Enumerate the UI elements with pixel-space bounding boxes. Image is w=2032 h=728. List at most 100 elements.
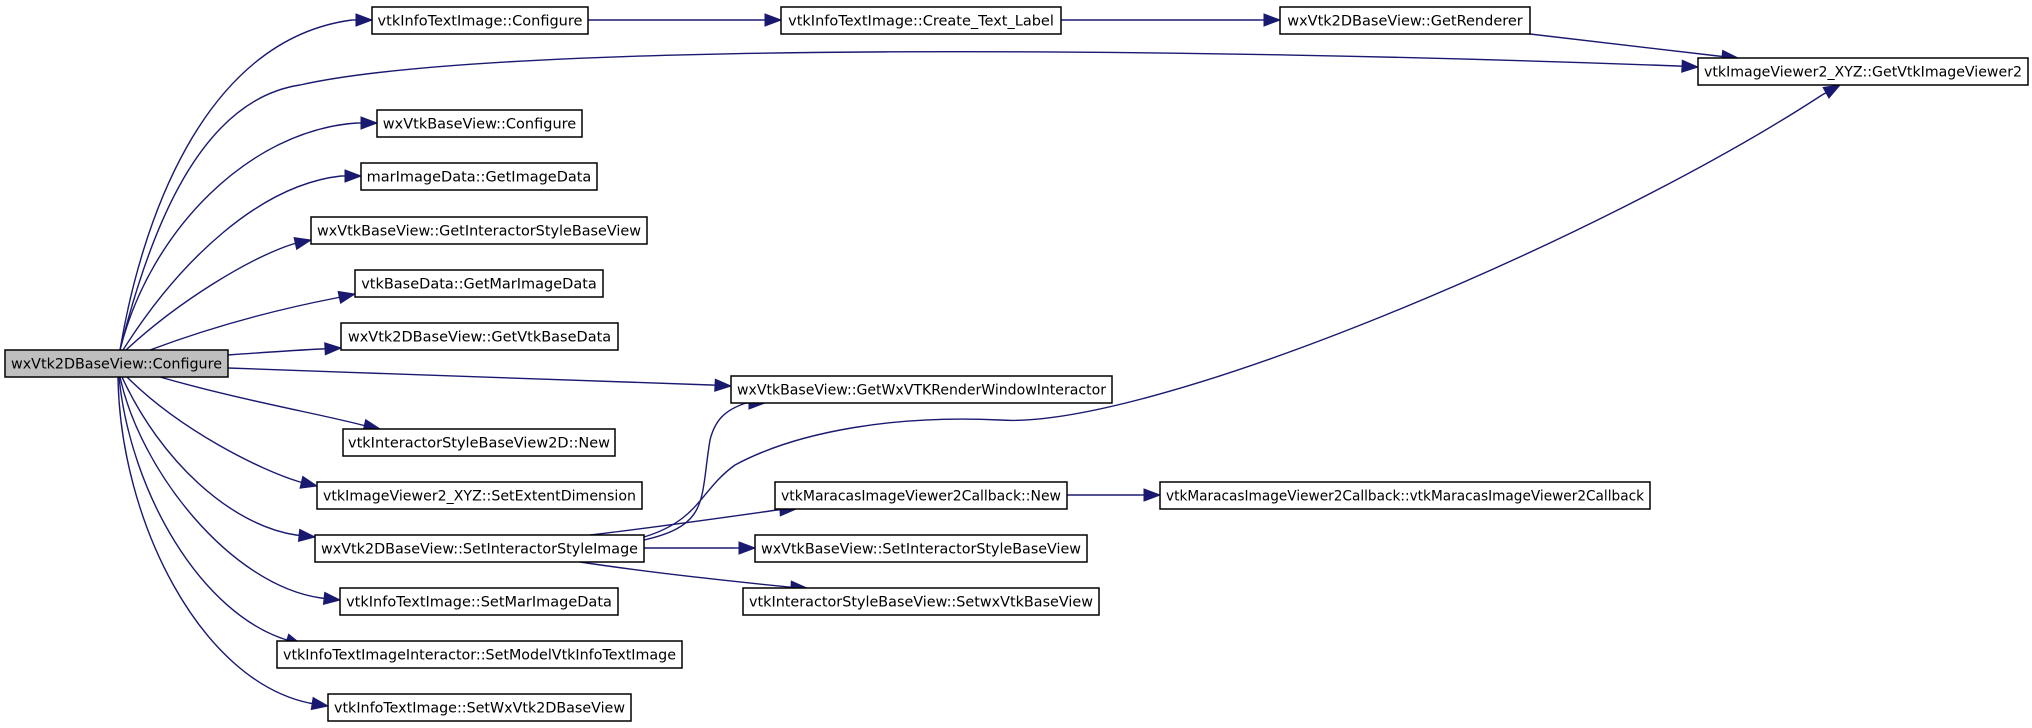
edge-n2-to-n3	[1061, 13, 1282, 27]
node-label: vtkInteractorStyleBaseView2D::New	[348, 436, 610, 452]
root-node[interactable]: wxVtk2DBaseView::Configure	[4, 349, 229, 378]
node-wx-vtk-base-view-configure[interactable]: wxVtkBaseView::Configure	[376, 109, 583, 138]
node-label: wxVtk2DBaseView::SetInteractorStyleImage	[321, 542, 638, 558]
node-box	[4, 349, 229, 378]
arrowhead-icon	[1681, 59, 1700, 73]
arrowhead-icon	[322, 591, 342, 605]
node-label: vtkInfoTextImage::SetMarImageData	[346, 595, 612, 611]
node-label: vtkInfoTextImage::Configure	[378, 14, 583, 30]
edge-line	[227, 367, 712, 386]
edge-line	[118, 376, 291, 642]
node-box	[316, 481, 643, 510]
node-box	[310, 216, 648, 245]
edge-root-to-n10	[227, 367, 733, 392]
edge-line	[227, 348, 322, 356]
edge-root-to-n6	[122, 169, 363, 351]
edge-root-to-n7	[125, 237, 313, 351]
node-vtk-maracas-image-viewer2-callback-vtk-maracas-image-viewer2-callback[interactable]: vtkMaracasImageViewer2Callback::vtkMarac…	[1159, 481, 1651, 510]
node-label: wxVtk2DBaseView::GetVtkBaseData	[348, 330, 611, 346]
arrowhead-icon	[299, 475, 319, 489]
edge-line	[589, 509, 778, 536]
node-label: vtkInfoTextImage::SetWxVtk2DBaseView	[334, 701, 625, 717]
arrowhead-icon	[764, 13, 783, 27]
arrowhead-icon	[324, 342, 343, 356]
arrowhead-icon	[293, 237, 313, 251]
edge-root-to-n8	[149, 290, 357, 351]
arrowhead-icon	[344, 169, 363, 183]
edge-root-to-n18	[119, 376, 342, 605]
edge-line	[119, 50, 1679, 351]
node-vtk-image-viewer2-xyz-get-vtk-image-viewer2[interactable]: vtkImageViewer2_XYZ::GetVtkImageViewer2	[1697, 57, 2029, 86]
edge-line-tail	[1821, 92, 1827, 96]
edge-line	[119, 376, 322, 599]
arrowhead-icon	[297, 528, 317, 542]
node-label: vtkMaracasImageViewer2Callback::vtkMarac…	[1166, 489, 1645, 505]
edge-root-to-n5	[119, 116, 379, 351]
arrowhead-icon	[714, 378, 733, 392]
edge-line	[1529, 33, 1719, 57]
node-wx-vtk2-dbase-view-get-renderer[interactable]: wxVtk2DBaseView::GetRenderer	[1279, 6, 1531, 35]
edge-line	[159, 376, 363, 426]
edge-n1-to-n2	[588, 13, 783, 27]
node-vtk-interactor-style-base-view2-d-new[interactable]: vtkInteractorStyleBaseView2D::New	[342, 428, 616, 457]
arrowhead-icon	[360, 116, 379, 130]
node-label: wxVtk2DBaseView::GetRenderer	[1287, 14, 1523, 30]
edge-root-to-n4	[119, 50, 1700, 351]
node-wx-vtk2-dbase-view-set-interactor-style-image[interactable]: wxVtk2DBaseView::SetInteractorStyleImage	[314, 534, 645, 563]
edge-line-tail	[335, 296, 340, 299]
edge-root-to-n11	[159, 376, 382, 432]
edge-line	[579, 561, 789, 588]
arrowhead-icon	[337, 290, 357, 304]
edge-line-tail	[308, 702, 313, 705]
node-vtk-maracas-image-viewer2-callback-new[interactable]: vtkMaracasImageViewer2Callback::New	[774, 481, 1068, 510]
node-box	[1697, 57, 2029, 86]
edge-line	[149, 297, 337, 351]
node-label: vtkBaseData::GetMarImageData	[361, 277, 597, 293]
edge-line	[122, 175, 342, 351]
node-box	[354, 269, 604, 298]
node-wx-vtk2-dbase-view-get-vtk-base-data[interactable]: wxVtk2DBaseView::GetVtkBaseData	[340, 322, 619, 351]
node-box	[327, 693, 632, 722]
node-vtk-info-text-image-interactor-set-model-vtk-info-text-image[interactable]: vtkInfoTextImageInteractor::SetModelVtkI…	[276, 640, 683, 669]
node-label: wxVtkBaseView::GetWxVTKRenderWindowInter…	[737, 383, 1106, 399]
node-wx-vtk-base-view-get-wx-vtkrender-window-interactor[interactable]: wxVtkBaseView::GetWxVTKRenderWindowInter…	[730, 375, 1113, 404]
node-label: vtkInfoTextImage::Create_Text_Label	[788, 14, 1054, 30]
edge-line	[117, 376, 310, 704]
node-box	[314, 534, 645, 563]
node-box	[730, 375, 1113, 404]
edge-line	[119, 122, 358, 351]
node-vtk-info-text-image-create-text-label[interactable]: vtkInfoTextImage::Create_Text_Label	[780, 6, 1062, 35]
node-mar-image-data-get-image-data[interactable]: marImageData::GetImageData	[360, 162, 598, 191]
node-wx-vtk-base-view-set-interactor-style-base-view[interactable]: wxVtkBaseView::SetInteractorStyleBaseVie…	[754, 534, 1088, 563]
edge-n15-to-n10	[643, 396, 767, 541]
node-box	[754, 534, 1088, 563]
edge-root-to-n19	[118, 376, 304, 647]
node-vtk-interactor-style-base-view-setwx-vtk-base-view[interactable]: vtkInteractorStyleBaseView::SetwxVtkBase…	[742, 587, 1100, 616]
node-wx-vtk-base-view-get-interactor-style-base-view[interactable]: wxVtkBaseView::GetInteractorStyleBaseVie…	[310, 216, 648, 245]
nodes-layer: wxVtk2DBaseView::ConfigurevtkInfoTextIma…	[4, 6, 2029, 722]
node-vtk-info-text-image-set-wx-vtk2-dbase-view[interactable]: vtkInfoTextImage::SetWxVtk2DBaseView	[327, 693, 632, 722]
node-box	[342, 428, 616, 457]
node-vtk-info-text-image-set-mar-image-data[interactable]: vtkInfoTextImage::SetMarImageData	[339, 587, 619, 616]
edge-root-to-n12	[126, 376, 319, 489]
arrowhead-icon	[1822, 84, 1842, 99]
node-box	[276, 640, 683, 669]
arrowhead-icon	[738, 541, 757, 555]
arrowhead-icon	[1143, 488, 1162, 502]
edge-root-to-n20	[117, 376, 330, 711]
node-label: wxVtkBaseView::Configure	[383, 117, 576, 133]
node-box	[371, 6, 589, 35]
node-box	[376, 109, 583, 138]
node-vtk-image-viewer2-xyz-set-extent-dimension[interactable]: vtkImageViewer2_XYZ::SetExtentDimension	[316, 481, 643, 510]
edge-line	[125, 243, 294, 351]
node-vtk-base-data-get-mar-image-data[interactable]: vtkBaseData::GetMarImageData	[354, 269, 604, 298]
edge-n15-to-n4	[643, 84, 1842, 538]
node-vtk-info-text-image-configure[interactable]: vtkInfoTextImage::Configure	[371, 6, 589, 35]
edge-root-to-n1	[119, 13, 374, 351]
node-box	[340, 322, 619, 351]
node-label: vtkImageViewer2_XYZ::GetVtkImageViewer2	[1704, 65, 2022, 81]
edge-line	[643, 402, 747, 541]
node-box	[780, 6, 1062, 35]
edge-line	[121, 376, 297, 536]
